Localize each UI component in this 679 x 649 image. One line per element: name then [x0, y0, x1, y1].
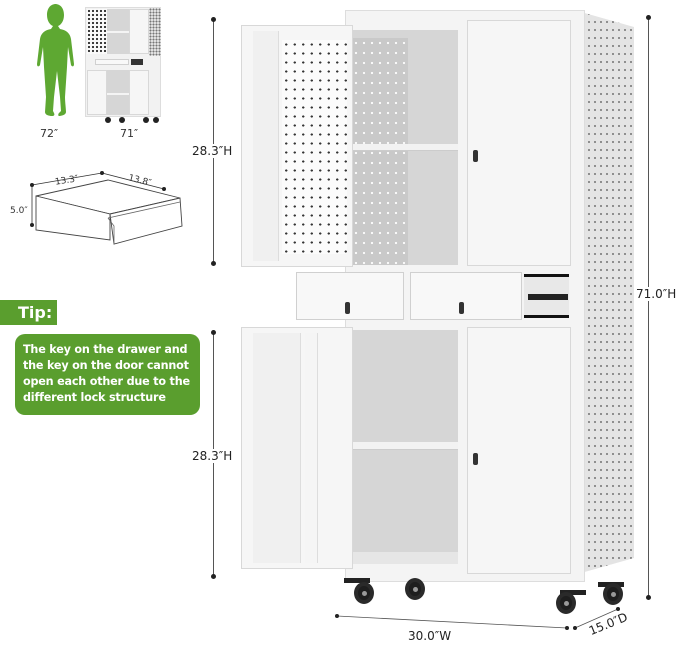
dimension-dot [211, 17, 216, 22]
total-height-label: 71.0″H [636, 287, 677, 301]
dimension-dot [211, 261, 216, 266]
drawer-right[interactable] [410, 272, 522, 320]
door-edge [253, 31, 279, 261]
person-silhouette-icon [37, 4, 74, 116]
caster-wheel-icon [556, 592, 576, 614]
upper-shelf [352, 144, 458, 151]
door-panel-groove [253, 333, 301, 563]
width-depth-lines [335, 607, 620, 630]
width-label: 30.0″W [408, 629, 452, 643]
total-height-line [648, 17, 649, 597]
drawer-left[interactable] [296, 272, 404, 320]
cabinet-height-label: 71″ [120, 127, 139, 140]
drawer-dimension-diagram [30, 171, 183, 245]
upper-right-door[interactable] [467, 20, 571, 266]
lower-floor [352, 552, 458, 564]
caster-wheel-icon [405, 578, 425, 600]
upper-door-pegboard [282, 40, 347, 254]
tip-title: Tip: [0, 300, 57, 325]
dimension-dot [211, 574, 216, 579]
drawer-lock-icon [345, 302, 350, 314]
caster-wheel-icon [603, 583, 623, 605]
door-panel-groove [305, 333, 318, 563]
caster-brake [344, 578, 370, 583]
upper-height-label: 28.3″H [192, 144, 233, 158]
upper-door-lock-icon [473, 150, 478, 162]
lower-door-lock-icon [473, 453, 478, 465]
dimension-dot [646, 595, 651, 600]
lower-shelf [352, 442, 458, 450]
cabinet-thumbnail [83, 3, 163, 123]
drawer-rail [528, 294, 568, 300]
caster-wheel-icon [354, 582, 374, 604]
drawer-lock-icon [459, 302, 464, 314]
lower-height-label: 28.3″H [192, 449, 233, 463]
dimension-dot [211, 330, 216, 335]
drawer-height-label: 5.0″ [10, 206, 28, 216]
lower-right-door[interactable] [467, 327, 571, 574]
caster-brake [560, 590, 586, 595]
upper-height-line [213, 19, 214, 263]
person-height-label: 72″ [40, 127, 59, 140]
dimension-dot [646, 15, 651, 20]
tip-text: The key on the drawer and the key on the… [15, 334, 200, 415]
upper-back-pegboard [352, 38, 408, 265]
